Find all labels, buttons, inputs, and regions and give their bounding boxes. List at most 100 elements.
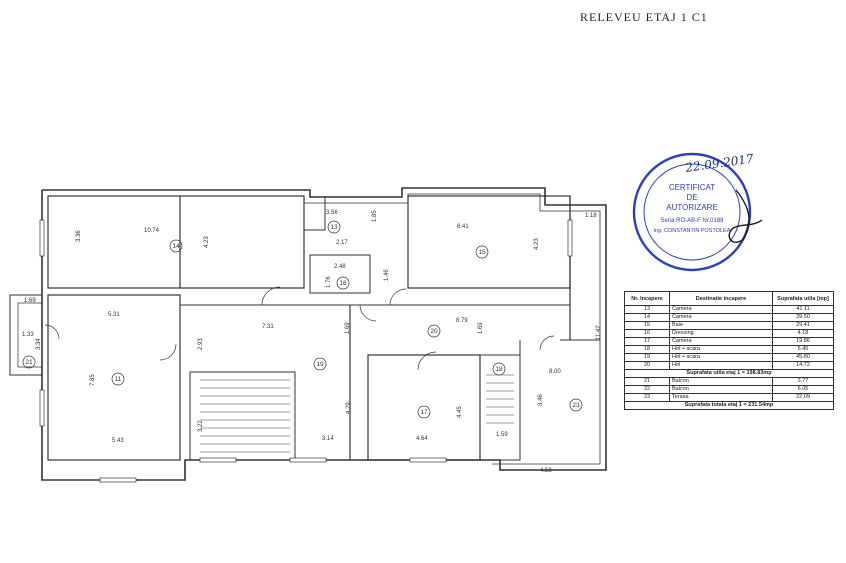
dimension-label: 4.29 xyxy=(346,402,352,414)
dimension-label: 1.59 xyxy=(496,432,508,438)
subtotal-label: Suprafata utila etaj 1 = 198.83mp xyxy=(624,369,834,378)
room-area-cell: 4.18 xyxy=(772,329,834,338)
dimension-label: 1.85 xyxy=(372,210,378,222)
room-purpose-cell: Hol xyxy=(669,361,773,370)
room-area-cell: 14.72 xyxy=(772,361,834,370)
room-18-number: 18 xyxy=(495,366,503,373)
dimension-label: 2.48 xyxy=(334,264,346,270)
total-row: Suprafata totala etaj 1 = 231.54mp xyxy=(624,401,834,410)
room-number-cell: 15 xyxy=(624,321,670,330)
room-20-marker xyxy=(427,324,441,338)
door-swings xyxy=(44,286,555,371)
dimension-label: 3.46 xyxy=(538,394,544,406)
total-label: Suprafata totala etaj 1 = 231.54mp xyxy=(624,401,834,410)
room-19-number: 19 xyxy=(316,361,324,368)
dimension-label: 4.23 xyxy=(204,236,210,248)
dimension-label: 4.64 xyxy=(416,436,428,442)
stamp-line: CERTIFICAT xyxy=(669,183,715,192)
room-17-number: 17 xyxy=(420,409,428,416)
room-area-cell: 29.41 xyxy=(772,321,834,330)
room-area-cell: 22.09 xyxy=(772,393,834,402)
dimension-label: 11.42 xyxy=(596,325,602,340)
drawing-title: RELEVEU ETAJ 1 C1 xyxy=(580,10,708,24)
room-purpose-cell: Baie xyxy=(669,321,773,330)
dimension-label: 3.56 xyxy=(326,210,338,216)
room-13-number: 13 xyxy=(330,224,338,231)
stair-treads xyxy=(200,374,514,453)
room-area-cell: 45.80 xyxy=(772,353,834,362)
room-14-number: 14 xyxy=(172,243,180,250)
signature-icon xyxy=(728,189,763,243)
room-15-number: 15 xyxy=(478,249,486,256)
room-number-cell: 21 xyxy=(624,377,670,386)
room-number-cell: 13 xyxy=(624,305,670,314)
stamp-line: ing. CONSTANTIN POSTOLEA xyxy=(654,228,731,234)
room-18-marker xyxy=(492,362,506,376)
room-purpose-cell: Camera xyxy=(669,305,773,314)
dimension-label: 8.00 xyxy=(549,369,561,375)
room-number-cell: 16 xyxy=(624,329,670,338)
authorization-stamp: CERTIFICAT DE AUTORIZARE Seria RO-AB-F N… xyxy=(632,151,763,272)
room-number-cell: 20 xyxy=(624,361,670,370)
column-header: Destinatie incapere xyxy=(669,291,773,306)
room-23-marker xyxy=(569,398,583,412)
dimension-label: 1.46 xyxy=(384,269,390,281)
room-purpose-cell: Terasa xyxy=(669,393,773,402)
room-13-marker xyxy=(327,220,341,234)
stamp-line: AUTORIZARE xyxy=(666,203,717,212)
dimension-label: 4.58 xyxy=(540,468,552,474)
room-area-cell: 3.77 xyxy=(772,377,834,386)
area-legend-table: Nr. Incapere Destinatie incapere Suprafa… xyxy=(624,291,834,410)
room-number-cell: 18 xyxy=(624,345,670,354)
dimension-label: 5.31 xyxy=(108,312,120,318)
dimension-label: 3.34 xyxy=(36,338,42,350)
dimension-label: 1.69 xyxy=(345,322,351,334)
dimension-label: 3.36 xyxy=(76,230,82,242)
dimension-label: 3.14 xyxy=(322,436,334,442)
room-11-number: 11 xyxy=(115,376,122,383)
stamp-line: DE xyxy=(686,193,697,202)
room-number-cell: 14 xyxy=(624,313,670,322)
room-purpose-cell: Hol + scara xyxy=(669,345,773,354)
dimension-label: 1.76 xyxy=(326,276,332,288)
dimension-label: 10.74 xyxy=(144,228,160,234)
dimension-label: 1.33 xyxy=(22,332,34,338)
room-purpose-cell: Dressing xyxy=(669,329,773,338)
room-23-number: 23 xyxy=(572,402,580,409)
room-purpose-cell: Hol + scara xyxy=(669,353,773,362)
room-number-cell: 22 xyxy=(624,385,670,394)
table-header-row: Nr. Incapere Destinatie incapere Suprafa… xyxy=(624,291,834,306)
room-17-marker xyxy=(417,405,431,419)
room-20-number: 20 xyxy=(430,328,438,335)
room-area-cell: 39.50 xyxy=(772,313,834,322)
room-21-number: 21 xyxy=(25,359,33,366)
column-header: Suprafata utila [mp] xyxy=(772,291,834,306)
room-area-cell: 41.11 xyxy=(772,305,834,314)
room-16-marker xyxy=(336,276,350,290)
dimension-label: 4.45 xyxy=(457,406,463,418)
room-purpose-cell: Camera xyxy=(669,313,773,322)
room-11-marker xyxy=(111,372,125,386)
dimension-label: 2.93 xyxy=(198,338,204,350)
room-area-cell: 6.05 xyxy=(772,385,834,394)
dimension-label: 8.79 xyxy=(456,318,468,324)
room-purpose-cell: Balcon xyxy=(669,377,773,386)
dimension-label: 2.17 xyxy=(336,240,348,246)
column-header: Nr. Incapere xyxy=(624,291,670,306)
subtotal-row: Suprafata utila etaj 1 = 198.83mp xyxy=(624,369,834,378)
plan-walls xyxy=(9,187,607,481)
dimension-label: 7.31 xyxy=(262,324,274,330)
room-19-marker xyxy=(313,357,327,371)
room-number-cell: 17 xyxy=(624,337,670,346)
dimension-label: 4.23 xyxy=(534,238,540,250)
room-14-marker xyxy=(169,239,183,253)
room-15-marker xyxy=(475,245,489,259)
